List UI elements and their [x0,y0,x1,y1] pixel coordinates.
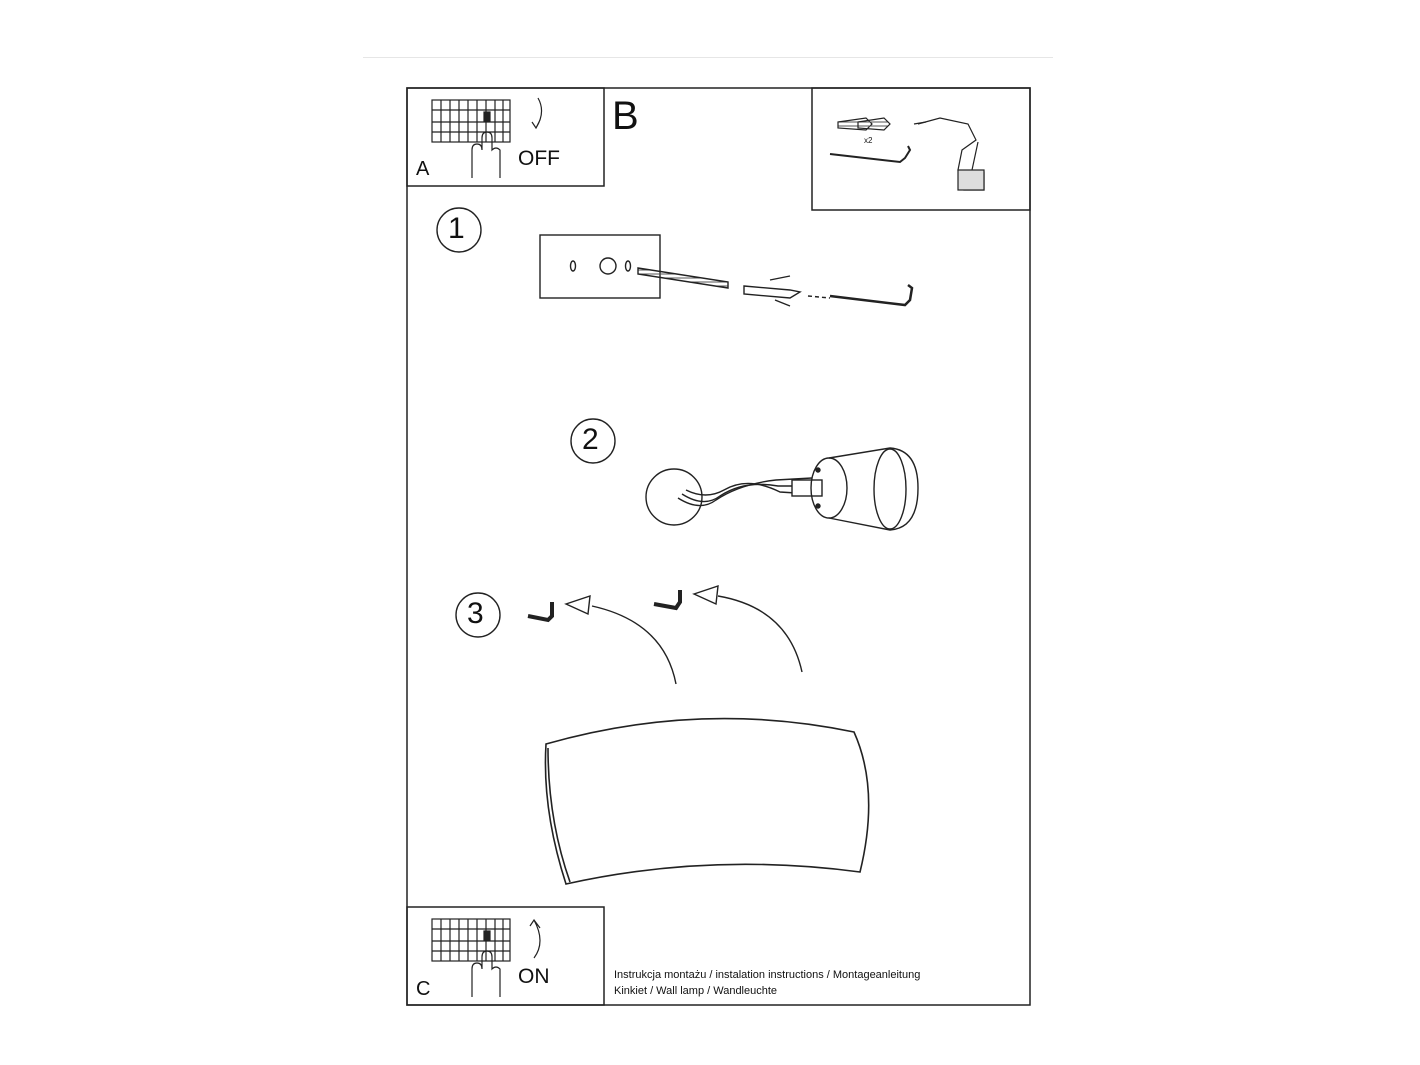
page-frame [406,87,1031,1006]
off-label: OFF [518,147,560,170]
anchor-multiplier: x2 [864,136,873,145]
footer-line-1: Instrukcja montażu / instalation instruc… [614,969,921,981]
wiring-illustration [645,447,919,531]
step-1-circle [436,207,482,253]
step-2-number: 2 [582,423,599,456]
step-3-circle [455,592,501,638]
breaker-on-icon [431,918,541,997]
panel-b-letter: B [612,94,639,138]
footer-line-2: Kinkiet / Wall lamp / Wandleuchte [614,985,778,997]
tools-illustration [829,117,985,191]
hang-arrows-illustration [527,584,803,685]
on-label: ON [518,965,550,988]
wall-lamp-shade [544,717,870,885]
panel-a-box [406,87,605,187]
panel-c-box [406,906,605,1006]
panel-c-letter: C [416,978,431,1000]
breaker-off-icon [431,97,543,178]
step-3-number: 3 [467,597,484,630]
panel-b-box [811,87,1031,211]
step-1-number: 1 [448,212,465,245]
panel-a-letter: A [416,158,430,180]
top-divider [363,57,1053,58]
mounting-plate-icon [539,234,914,307]
step-2-circle [570,418,616,464]
